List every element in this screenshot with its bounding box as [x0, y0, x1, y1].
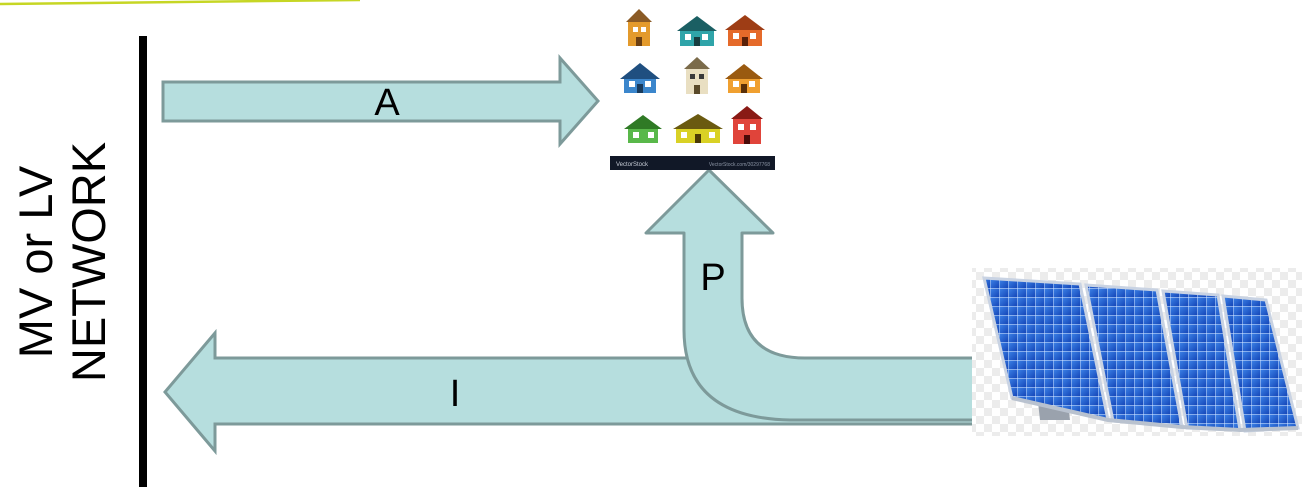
- house-icon: [626, 9, 652, 46]
- house-icon: [620, 63, 660, 93]
- network-bus-line: [139, 36, 147, 487]
- house-icon: [684, 57, 710, 94]
- houses-image: VectorStock VectorStock.com/30297768: [610, 2, 775, 170]
- house-icon: [731, 106, 763, 144]
- solar-panel-image: [972, 268, 1302, 436]
- house-icon: [624, 115, 662, 143]
- watermark-left: VectorStock: [616, 162, 649, 168]
- accent-line: [0, 0, 361, 6]
- watermark-right: VectorStock.com/30297768: [709, 162, 770, 168]
- house-icon: [725, 64, 763, 93]
- network-label-line2: NETWORK: [62, 142, 115, 382]
- house-icon: [677, 16, 717, 46]
- arrow-a-label: A: [374, 82, 400, 124]
- arrow-a: [161, 54, 601, 148]
- arrow-p-label: P: [700, 257, 725, 299]
- arrow-i-label: I: [450, 373, 461, 415]
- arrow-p: [644, 168, 990, 422]
- house-icon: [725, 15, 765, 46]
- house-icon: [673, 114, 723, 143]
- network-label-line1: MV or LV: [9, 165, 62, 358]
